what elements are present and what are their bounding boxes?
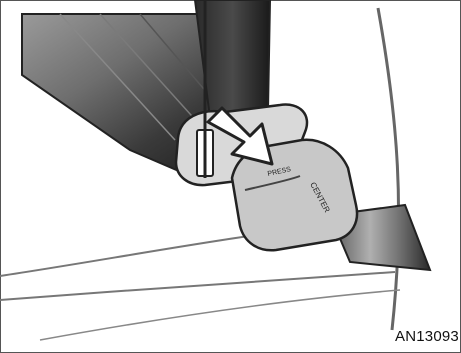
figure-code: AN13093 [395, 328, 461, 345]
